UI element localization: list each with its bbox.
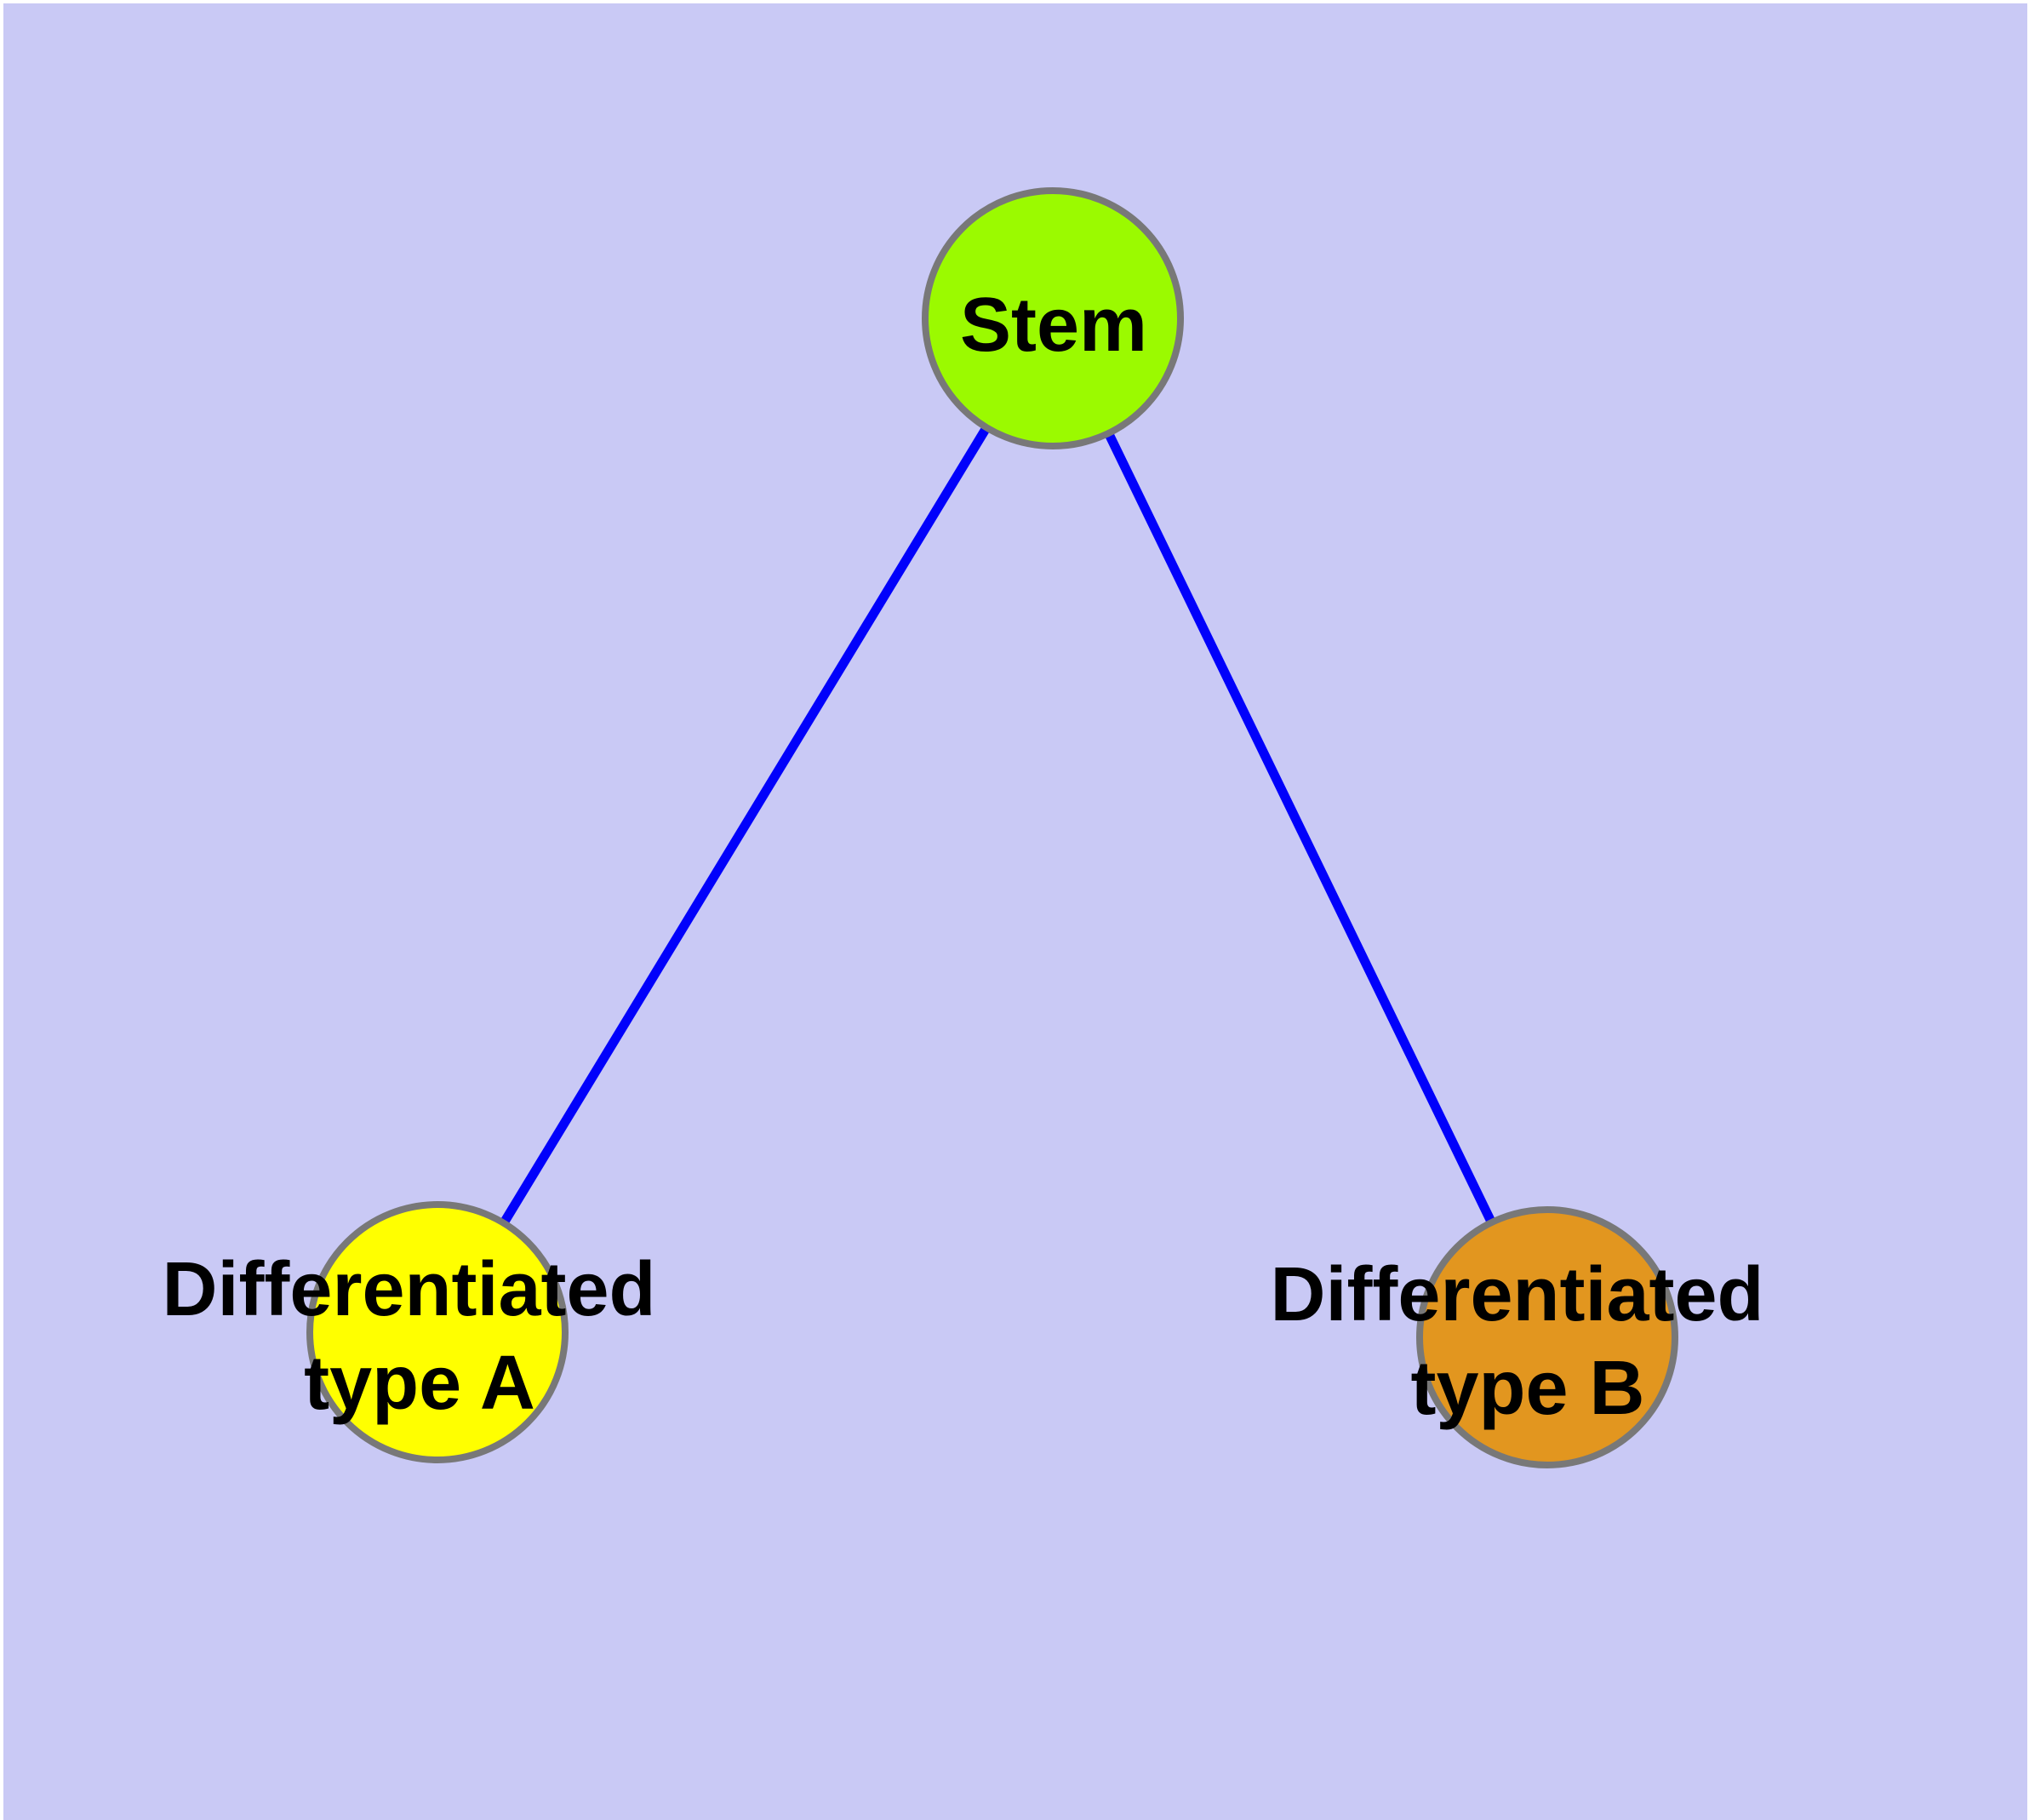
node-type-b: [1416, 1206, 1678, 1468]
node-stem-label: Stem: [960, 283, 1147, 368]
node-type-b-label-line2: type B: [1410, 1346, 1644, 1431]
node-type-a-label-line2: type A: [304, 1341, 535, 1426]
node-type-a: [306, 1201, 569, 1463]
node-type-a-label: Differentiated type A: [162, 1247, 677, 1426]
edge-stem-to-type-b: [1049, 316, 1552, 1340]
node-stem: [922, 187, 1184, 449]
edge-stem-to-type-a: [433, 316, 1057, 1335]
node-type-b-label-line1: Differentiated: [1270, 1252, 1763, 1337]
node-type-a-label-line1: Differentiated: [162, 1247, 655, 1332]
node-type-b-label: Differentiated type B: [1270, 1252, 1785, 1431]
